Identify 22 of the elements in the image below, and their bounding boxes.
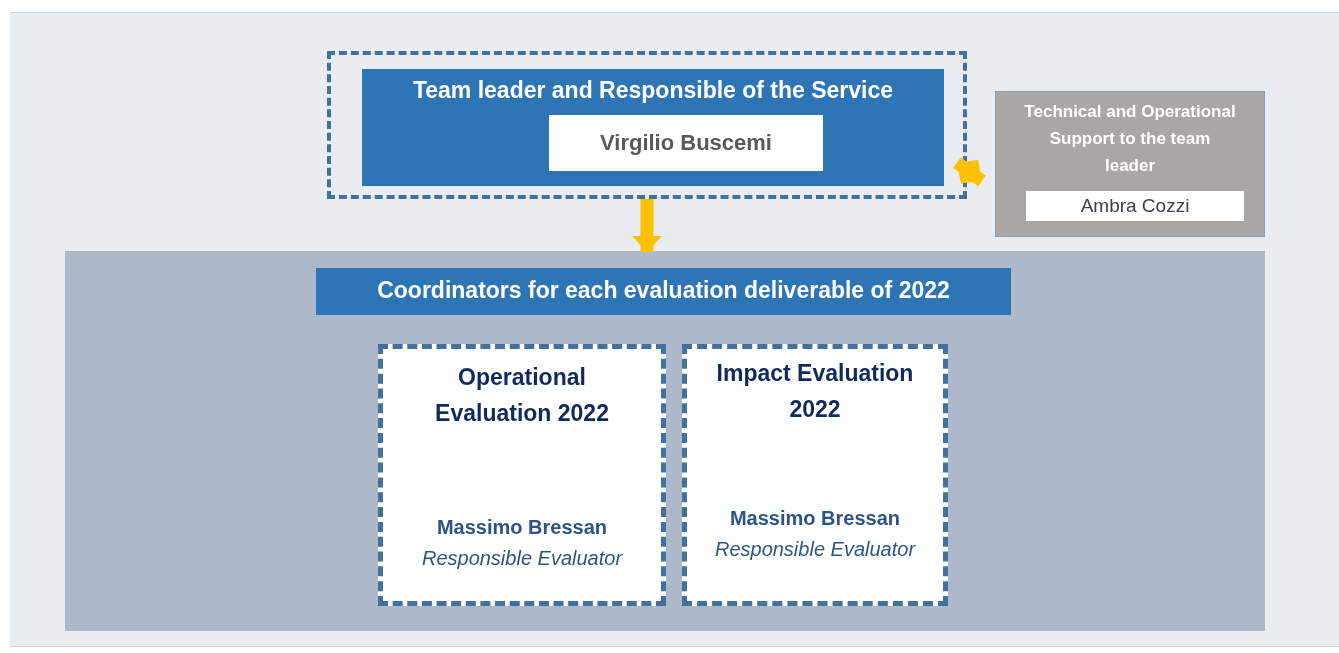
name-box <box>1026 191 1244 221</box>
name-box <box>549 115 823 171</box>
title-text: Technical and Operational Support to the team leader <box>1024 101 1236 177</box>
leader-box <box>362 69 944 186</box>
role-text: Responsible Evaluator <box>420 547 624 570</box>
panel-background <box>65 251 1265 631</box>
evaluation-card <box>682 344 948 606</box>
card-title: Impact Evaluation 2022 <box>715 359 915 424</box>
role-text: Responsible Evaluator <box>713 538 917 561</box>
arrow <box>632 199 662 252</box>
name-text: Virgilio Buscemi <box>600 130 772 156</box>
header-bar <box>316 268 1011 315</box>
evaluation-card <box>378 344 666 606</box>
title-text: Team leader and Responsible of the Service <box>411 77 895 104</box>
person-name: Massimo Bressan <box>435 516 609 539</box>
title-text: Coordinators for each evaluation deliverable of 2022 <box>376 277 951 304</box>
dashed-frame <box>327 51 967 199</box>
support-box <box>995 91 1265 237</box>
person-name: Massimo Bressan <box>728 507 902 530</box>
arrow <box>953 157 986 187</box>
name-text: Ambra Cozzi <box>1080 195 1190 217</box>
card-title: Operational Evaluation 2022 <box>434 363 610 428</box>
